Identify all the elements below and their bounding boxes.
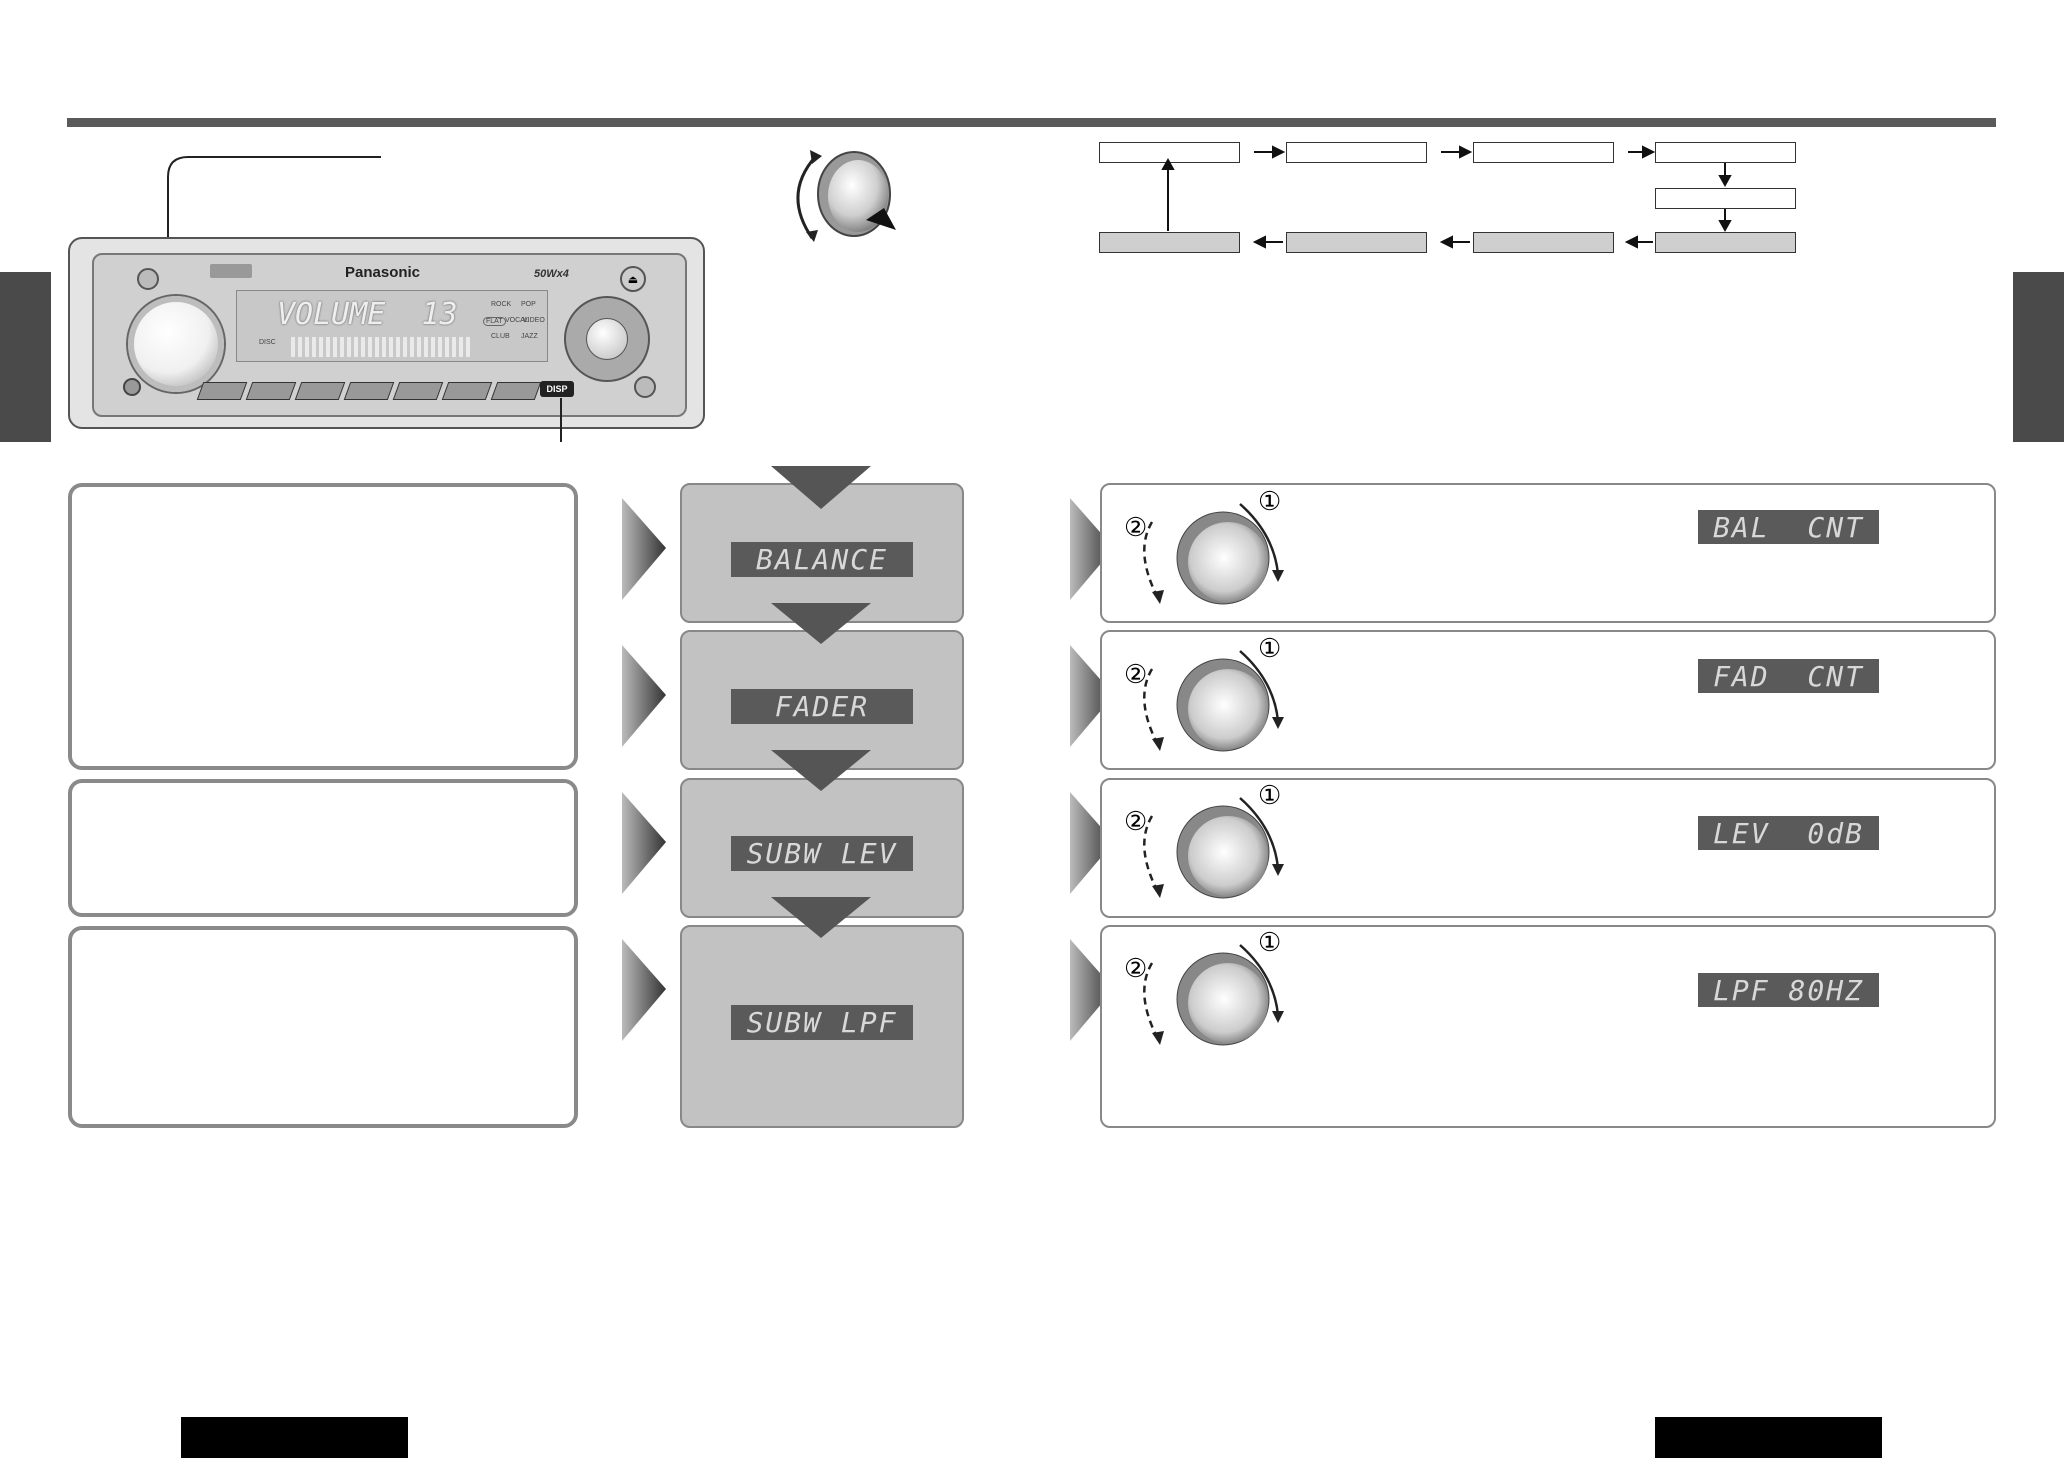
eq-label-vocal: VOCAL bbox=[505, 317, 529, 324]
eject-button[interactable]: ⏏ bbox=[620, 266, 646, 292]
rotary-knob-icon bbox=[796, 150, 896, 242]
adjust-knob-icon bbox=[1143, 944, 1284, 1046]
circled-num-ccw: ② bbox=[1124, 659, 1148, 689]
mp3-badge-icon bbox=[210, 264, 252, 278]
power-button[interactable] bbox=[137, 268, 159, 290]
result-display: LEV 0dB bbox=[1698, 816, 1879, 850]
device-display-text: VOLUME 13 bbox=[277, 297, 458, 332]
eq-label-flat: FLAT bbox=[483, 317, 506, 326]
flow-box bbox=[1655, 232, 1796, 253]
circled-num-ccw: ② bbox=[1124, 806, 1148, 836]
result-display: LPF 80HZ bbox=[1698, 973, 1879, 1007]
left-side-tab bbox=[0, 272, 51, 442]
release-button[interactable] bbox=[123, 378, 141, 396]
brand-logo: Panasonic bbox=[345, 264, 421, 281]
preset-button[interactable] bbox=[490, 382, 542, 400]
result-display: BAL CNT bbox=[1698, 510, 1879, 544]
preset-button[interactable] bbox=[196, 382, 248, 400]
preset-button[interactable] bbox=[441, 382, 493, 400]
flow-box bbox=[1286, 232, 1427, 253]
circled-num-cw: ① bbox=[1258, 927, 1282, 957]
step-display: SUBW LEV bbox=[731, 836, 913, 871]
top-rule bbox=[67, 118, 1996, 127]
flow-box bbox=[1473, 232, 1614, 253]
eq-label-pop: POP bbox=[521, 301, 536, 308]
preset-button[interactable] bbox=[343, 382, 395, 400]
volume-knob[interactable] bbox=[128, 296, 224, 392]
circled-num-ccw: ② bbox=[1124, 953, 1148, 983]
eq-label-video: VIDEO bbox=[523, 317, 545, 324]
footer-bar-right bbox=[1655, 1417, 1882, 1458]
circled-num-cw: ① bbox=[1258, 780, 1282, 810]
preset-button[interactable] bbox=[245, 382, 297, 400]
flow-box bbox=[1286, 142, 1427, 163]
right-pointer-arrows bbox=[1070, 498, 1114, 1041]
disp-callout-line bbox=[560, 398, 562, 442]
step-display: FADER bbox=[731, 689, 913, 724]
step-display: BALANCE bbox=[731, 542, 913, 577]
eq-label-club: CLUB bbox=[491, 333, 510, 340]
disp-button[interactable]: DISP bbox=[540, 381, 574, 397]
flow-box bbox=[1655, 188, 1796, 209]
device-display: VOLUME 13 DISC ROCK POP FLAT VOCAL VIDEO… bbox=[236, 290, 548, 362]
flow-box bbox=[1473, 142, 1614, 163]
eq-label-rock: ROCK bbox=[491, 301, 512, 308]
preset-button[interactable] bbox=[294, 382, 346, 400]
preset-buttons bbox=[196, 382, 542, 402]
adjust-knob-icon bbox=[1143, 650, 1284, 752]
step-down-arrows bbox=[771, 466, 871, 938]
footer-bar-left bbox=[181, 1417, 408, 1458]
mode-button[interactable] bbox=[634, 376, 656, 398]
result-display: FAD CNT bbox=[1698, 659, 1879, 693]
preset-button[interactable] bbox=[392, 382, 444, 400]
step-display: SUBW LPF bbox=[731, 1005, 913, 1040]
eq-label-jazz: JAZZ bbox=[521, 333, 538, 340]
nav-center-button[interactable] bbox=[586, 318, 628, 360]
right-side-tab bbox=[2013, 272, 2064, 442]
flow-box bbox=[1099, 232, 1240, 253]
adjust-knob-icon bbox=[1143, 503, 1284, 605]
adjust-knob-icon bbox=[1143, 797, 1284, 899]
circled-num-cw: ① bbox=[1258, 633, 1282, 663]
circled-num-cw: ① bbox=[1258, 486, 1282, 516]
knob-callout-line bbox=[167, 156, 381, 350]
description-box bbox=[68, 926, 578, 1128]
left-pointer-arrows bbox=[622, 498, 666, 1041]
disc-label: DISC bbox=[259, 339, 276, 346]
power-badge: 50Wx4 bbox=[534, 268, 569, 280]
nav-cross-pad[interactable] bbox=[564, 296, 650, 382]
spectrum-bars bbox=[291, 337, 471, 357]
description-box bbox=[68, 483, 578, 770]
flow-box bbox=[1655, 142, 1796, 163]
flow-arrows bbox=[1161, 145, 1732, 249]
circled-num-ccw: ② bbox=[1124, 512, 1148, 542]
description-box bbox=[68, 779, 578, 917]
